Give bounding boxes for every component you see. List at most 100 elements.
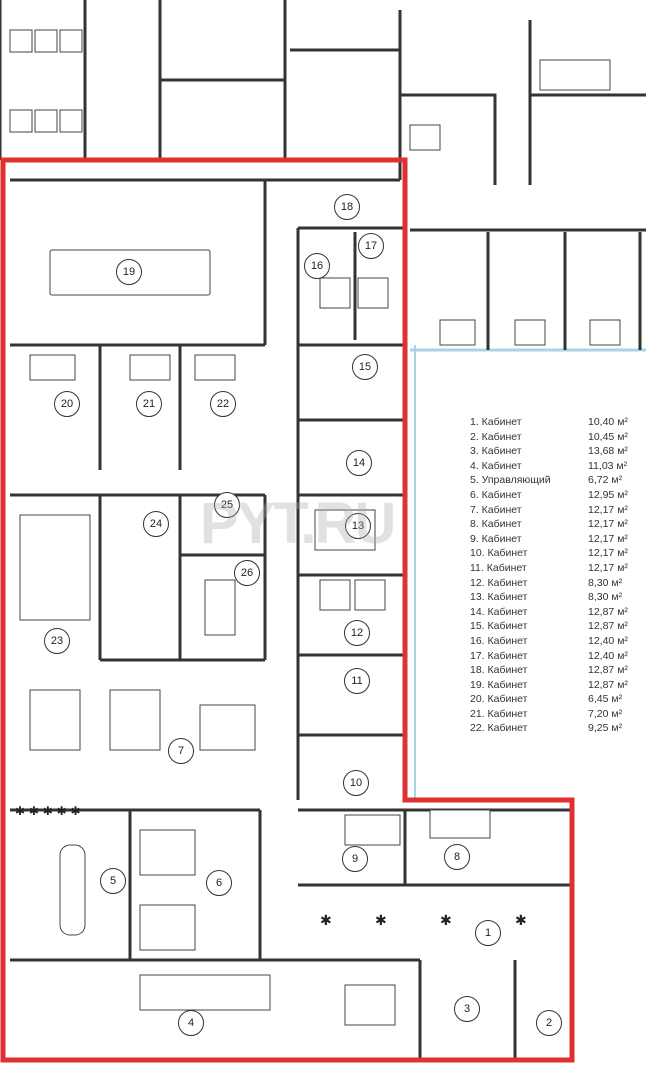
legend-row: 9. Кабинет 12,17 м²: [470, 532, 640, 547]
legend-area: 12,40 м²: [588, 649, 628, 662]
legend-label: 12. Кабинет: [470, 576, 528, 589]
room-number: 22: [210, 391, 236, 417]
room-number: 18: [334, 194, 360, 220]
legend-row: 14. Кабинет 12,87 м²: [470, 605, 640, 620]
legend-row: 18. Кабинет 12,87 м²: [470, 663, 640, 678]
legend-row: 17. Кабинет 12,40 м²: [470, 649, 640, 664]
svg-text:✱: ✱: [375, 913, 387, 929]
legend-area: 8,30 м²: [588, 591, 623, 604]
legend-row: 1. Кабинет 10,40 м²: [470, 415, 640, 430]
watermark: PYT.RU: [200, 491, 396, 556]
legend-row: 8. Кабинет 12,17 м²: [470, 517, 640, 532]
room-number: 15: [352, 354, 378, 380]
highlight-outline: [0, 157, 575, 1063]
legend-label: 10. Кабинет: [470, 547, 528, 560]
room-number: 6: [206, 870, 232, 896]
legend-label: 8. Кабинет: [470, 518, 522, 531]
legend-area: 13,68 м²: [588, 445, 628, 458]
legend-label: 5. Управляющий: [470, 474, 551, 487]
legend-row: 16. Кабинет 12,40 м²: [470, 634, 640, 649]
legend-area: 12,17 м²: [588, 518, 628, 531]
legend-label: 14. Кабинет: [470, 605, 528, 618]
legend-label: 19. Кабинет: [470, 678, 528, 691]
legend-area: 12,40 м²: [588, 634, 628, 647]
legend-row: 10. Кабинет 12,17 м²: [470, 546, 640, 561]
room-number: 24: [143, 511, 169, 537]
legend-label: 9. Кабинет: [470, 532, 522, 545]
legend-row: 5. Управляющий 6,72 м²: [470, 473, 640, 488]
room-number: 25: [214, 492, 240, 518]
legend-area: 12,87 м²: [588, 620, 628, 633]
legend-label: 4. Кабинет: [470, 459, 522, 472]
room-number: 7: [168, 738, 194, 764]
room-number: 13: [345, 513, 371, 539]
legend-area: 10,45 м²: [588, 430, 628, 443]
room-number: 21: [136, 391, 162, 417]
legend-area: 6,72 м²: [588, 474, 623, 487]
room-number: 20: [54, 391, 80, 417]
legend-label: 1. Кабинет: [470, 416, 522, 428]
legend-label: 11. Кабинет: [470, 561, 527, 574]
svg-text:✱: ✱: [320, 913, 332, 929]
legend-area: 12,17 м²: [588, 503, 628, 516]
legend-row: 22. Кабинет 9,25 м²: [470, 721, 640, 736]
room-number: 12: [344, 620, 370, 646]
furniture-layer: [9, 29, 621, 1026]
legend-label: 7. Кабинет: [470, 503, 522, 516]
room-number: 11: [344, 668, 370, 694]
room-number: 5: [100, 868, 126, 894]
legend-row: 12. Кабинет 8,30 м²: [470, 576, 640, 591]
legend-area: 10,40 м²: [588, 416, 628, 428]
legend-label: 2. Кабинет: [470, 430, 522, 443]
legend-label: 17. Кабинет: [470, 649, 528, 662]
svg-text:✱: ✱: [515, 913, 527, 929]
legend-row: 20. Кабинет 6,45 м²: [470, 692, 640, 707]
room-number: 16: [304, 253, 330, 279]
legend-label: 6. Кабинет: [470, 488, 522, 501]
legend-area: 12,87 м²: [588, 605, 628, 618]
legend-area: 11,03 м²: [588, 459, 628, 472]
room-number: 4: [178, 1010, 204, 1036]
svg-text:✱ ✱ ✱ ✱ ✱: ✱ ✱ ✱ ✱ ✱: [15, 804, 81, 818]
legend-label: 13. Кабинет: [470, 591, 528, 604]
legend-area: 12,87 м²: [588, 664, 628, 677]
legend-area: 8,30 м²: [588, 576, 623, 589]
legend-area: 6,45 м²: [588, 693, 623, 706]
legend-row: 13. Кабинет 8,30 м²: [470, 590, 640, 605]
legend-row: 21. Кабинет 7,20 м²: [470, 707, 640, 722]
plants-layer: ✱ ✱ ✱ ✱ ✱ ✱ ✱ ✱ ✱: [15, 804, 527, 929]
room-number: 14: [346, 450, 372, 476]
legend-label: 18. Кабинет: [470, 664, 528, 677]
legend-area: 12,17 м²: [588, 532, 628, 545]
legend-label: 22. Кабинет: [470, 722, 528, 735]
legend-label: 15. Кабинет: [470, 620, 528, 633]
legend-area: 12,17 м²: [588, 547, 628, 560]
legend-row: 4. Кабинет 11,03 м²: [470, 459, 640, 474]
legend-area: 12,87 м²: [588, 678, 628, 691]
legend-row: 11. Кабинет 12,17 м²: [470, 561, 640, 576]
room-number: 19: [116, 259, 142, 285]
room-number: 17: [358, 233, 384, 259]
legend-area: 12,17 м²: [588, 561, 628, 574]
legend-row: 6. Кабинет 12,95 м²: [470, 488, 640, 503]
legend-area: 7,20 м²: [588, 707, 623, 720]
legend-row: 15. Кабинет 12,87 м²: [470, 619, 640, 634]
legend-row: 2. Кабинет 10,45 м²: [470, 430, 640, 445]
svg-text:✱: ✱: [440, 913, 452, 929]
room-number: 23: [44, 628, 70, 654]
room-number: 10: [343, 770, 369, 796]
room-number: 2: [536, 1010, 562, 1036]
legend-area: 9,25 м²: [588, 722, 623, 735]
legend-label: 21. Кабинет: [470, 707, 528, 720]
legend-area: 12,95 м²: [588, 488, 628, 501]
room-number: 1: [475, 920, 501, 946]
legend-label: 16. Кабинет: [470, 634, 528, 647]
room-number: 3: [454, 996, 480, 1022]
room-number: 8: [444, 844, 470, 870]
legend-row: 19. Кабинет 12,87 м²: [470, 678, 640, 693]
legend-label: 20. Кабинет: [470, 693, 528, 706]
room-number: 26: [234, 560, 260, 586]
